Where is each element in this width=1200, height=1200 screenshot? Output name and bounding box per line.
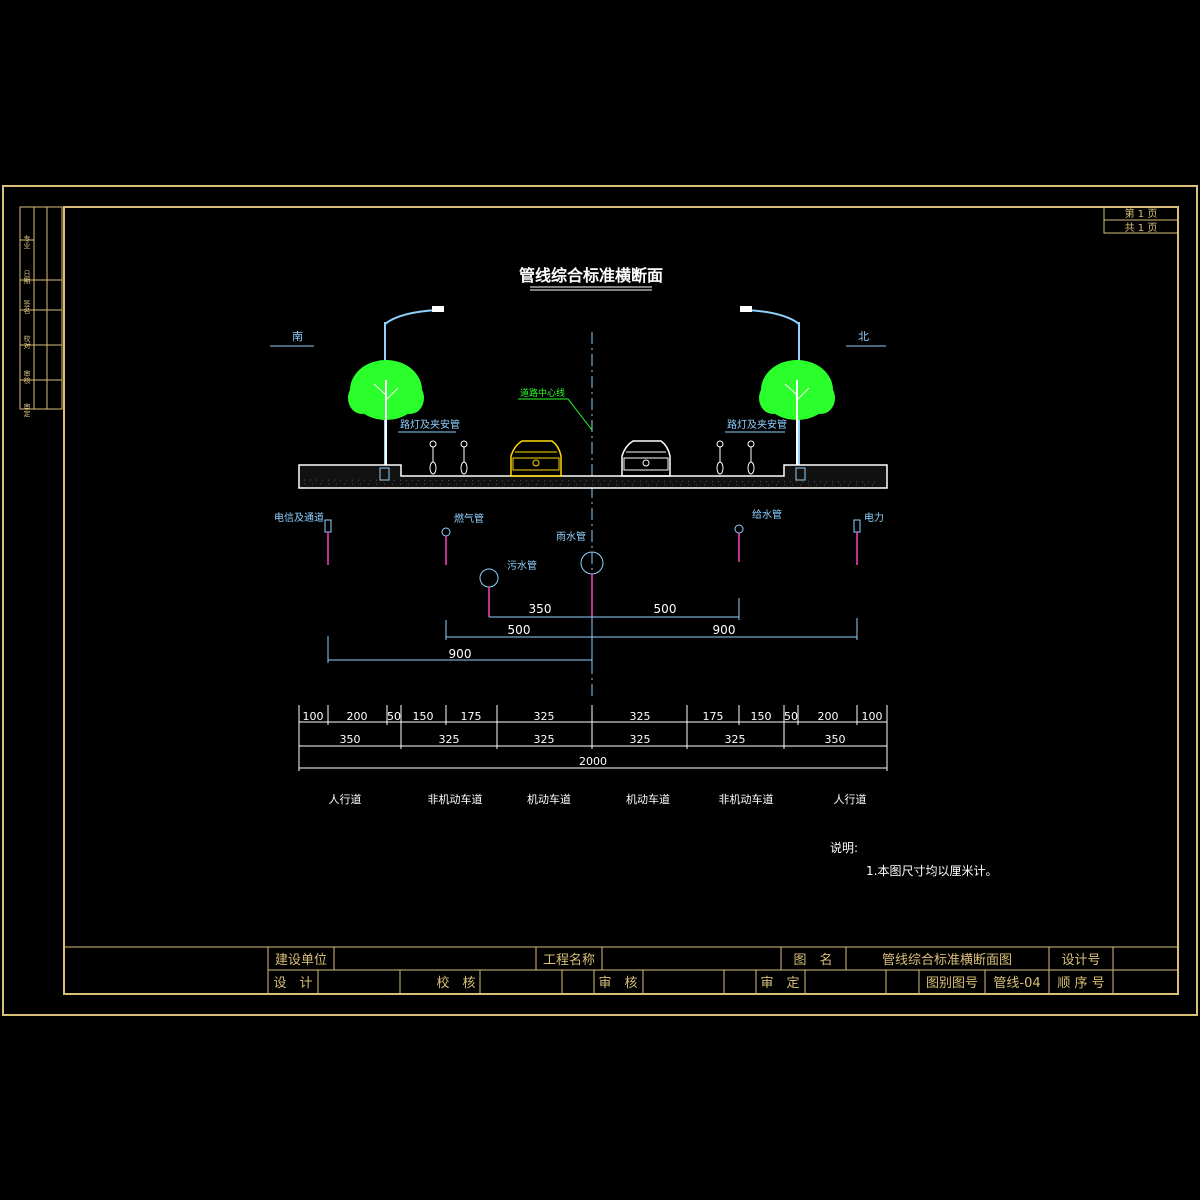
cyclist-icon	[460, 440, 468, 475]
sequence-label: 顺 序 号	[1057, 976, 1104, 991]
review-label: 审 核	[598, 976, 637, 991]
zone-label: 机动车道	[527, 792, 571, 806]
zone-label: 非机动车道	[719, 792, 774, 806]
pipe-label-gas: 燃气管	[454, 512, 484, 525]
pipe-label-power: 电力	[864, 511, 884, 524]
zone-label: 非机动车道	[428, 792, 483, 806]
drawing-name-label: 图 名	[793, 952, 832, 968]
section-dim: 200	[347, 710, 368, 723]
cyclist-icon	[429, 440, 437, 475]
zone-labels: 人行道 非机动车道 机动车道 机动车道 非机动车道 人行道	[329, 792, 867, 806]
pipe-dim-900-left: 900	[449, 647, 472, 661]
direction-north: 北	[858, 330, 869, 343]
project-label: 工程名称	[543, 952, 595, 968]
section-dim: 100	[862, 710, 883, 723]
direction-south: 南	[292, 330, 303, 343]
drawing-title: 管线综合标准横断面	[519, 266, 663, 285]
road-profile	[298, 464, 888, 489]
page-total: 共 1 页	[1125, 222, 1158, 234]
section-dim: 100	[303, 710, 324, 723]
drawing-no-value: 管线-04	[993, 976, 1040, 991]
cyclist-icon	[747, 440, 755, 475]
section-dim: 325	[534, 733, 555, 746]
pipe-gas: 燃气管	[441, 512, 484, 565]
pipe-water: 给水管	[734, 508, 782, 562]
side-strip: 专业 日期 签名 校对 审核 审定	[19, 206, 63, 418]
section-dimension-lines	[298, 705, 888, 771]
pipe-label-water: 给水管	[752, 508, 782, 521]
section-dim: 50	[387, 710, 401, 723]
approve-label: 审 定	[760, 976, 799, 991]
pipe-sewage: 污水管	[479, 559, 537, 617]
side-strip-cell-6: 审定	[23, 402, 31, 418]
pipe-label-sewage: 污水管	[507, 559, 537, 572]
section-dims-row1: 100 200 50 150 175 325 325 175 150 50 20…	[303, 710, 883, 723]
centerline-label: 道路中心线	[520, 387, 565, 399]
title-block	[64, 946, 1178, 994]
notes-item-1: 1.本图尺寸均以厘米计。	[866, 864, 997, 878]
section-dim: 325	[439, 733, 460, 746]
tree-right	[759, 360, 835, 466]
cyclist-icon	[716, 440, 724, 475]
car-icon	[621, 440, 671, 477]
section-dim: 325	[725, 733, 746, 746]
section-dim: 325	[630, 733, 651, 746]
pipe-dimension-lines	[327, 598, 858, 663]
pipe-rain: 雨水管	[556, 530, 604, 617]
section-dim: 325	[534, 710, 555, 723]
section-dim: 175	[461, 710, 482, 723]
side-strip-cell-4: 校对	[23, 334, 31, 349]
lamp-label-right: 路灯及夹安管	[727, 418, 787, 431]
pipe-label-telecom: 电信及通道	[274, 511, 324, 524]
drawing-no-label: 图别图号	[926, 976, 978, 991]
zone-label: 人行道	[329, 792, 362, 806]
side-strip-cell-2: 日期	[23, 270, 31, 285]
page-current: 第 1 页	[1125, 207, 1158, 220]
section-dim: 150	[413, 710, 434, 723]
pipe-dim-500-right: 500	[654, 602, 677, 616]
pipe-dim-500-left: 500	[508, 623, 531, 637]
check-label: 校 核	[436, 975, 475, 991]
pipe-dim-350: 350	[529, 602, 552, 616]
design-label: 设 计	[273, 976, 312, 991]
section-dim: 50	[784, 710, 798, 723]
page-box: 第 1 页 共 1 页	[1103, 206, 1179, 234]
pipe-label-rain: 雨水管	[556, 530, 586, 543]
drawing-name-value: 管线综合标准横断面图	[882, 953, 1012, 968]
side-strip-cell-3: 签名	[23, 299, 31, 315]
pipe-telecom: 电信及通道	[274, 511, 332, 565]
outer-frame	[2, 185, 1198, 1016]
section-dim: 150	[751, 710, 772, 723]
side-strip-cell-5: 审核	[23, 369, 31, 385]
notes-title: 说明:	[830, 840, 858, 855]
section-dim: 350	[340, 733, 361, 746]
section-dims-row2: 350 325 325 325 325 350	[340, 733, 846, 746]
inner-frame	[63, 206, 1179, 995]
section-dim: 325	[630, 710, 651, 723]
section-dim: 350	[825, 733, 846, 746]
pipe-power: 电力	[853, 511, 884, 565]
client-label: 建设单位	[275, 953, 327, 968]
lamp-label-left: 路灯及夹安管	[400, 418, 460, 431]
zone-label: 人行道	[834, 792, 867, 806]
design-no-label: 设计号	[1061, 953, 1100, 968]
car-icon	[510, 440, 562, 477]
zone-label: 机动车道	[626, 792, 670, 806]
section-dim: 200	[818, 710, 839, 723]
side-strip-cell-1: 专业	[23, 234, 31, 249]
tree-left	[348, 360, 424, 466]
section-total: 2000	[579, 755, 607, 768]
section-dim: 175	[703, 710, 724, 723]
pipe-dim-900-right: 900	[713, 623, 736, 637]
